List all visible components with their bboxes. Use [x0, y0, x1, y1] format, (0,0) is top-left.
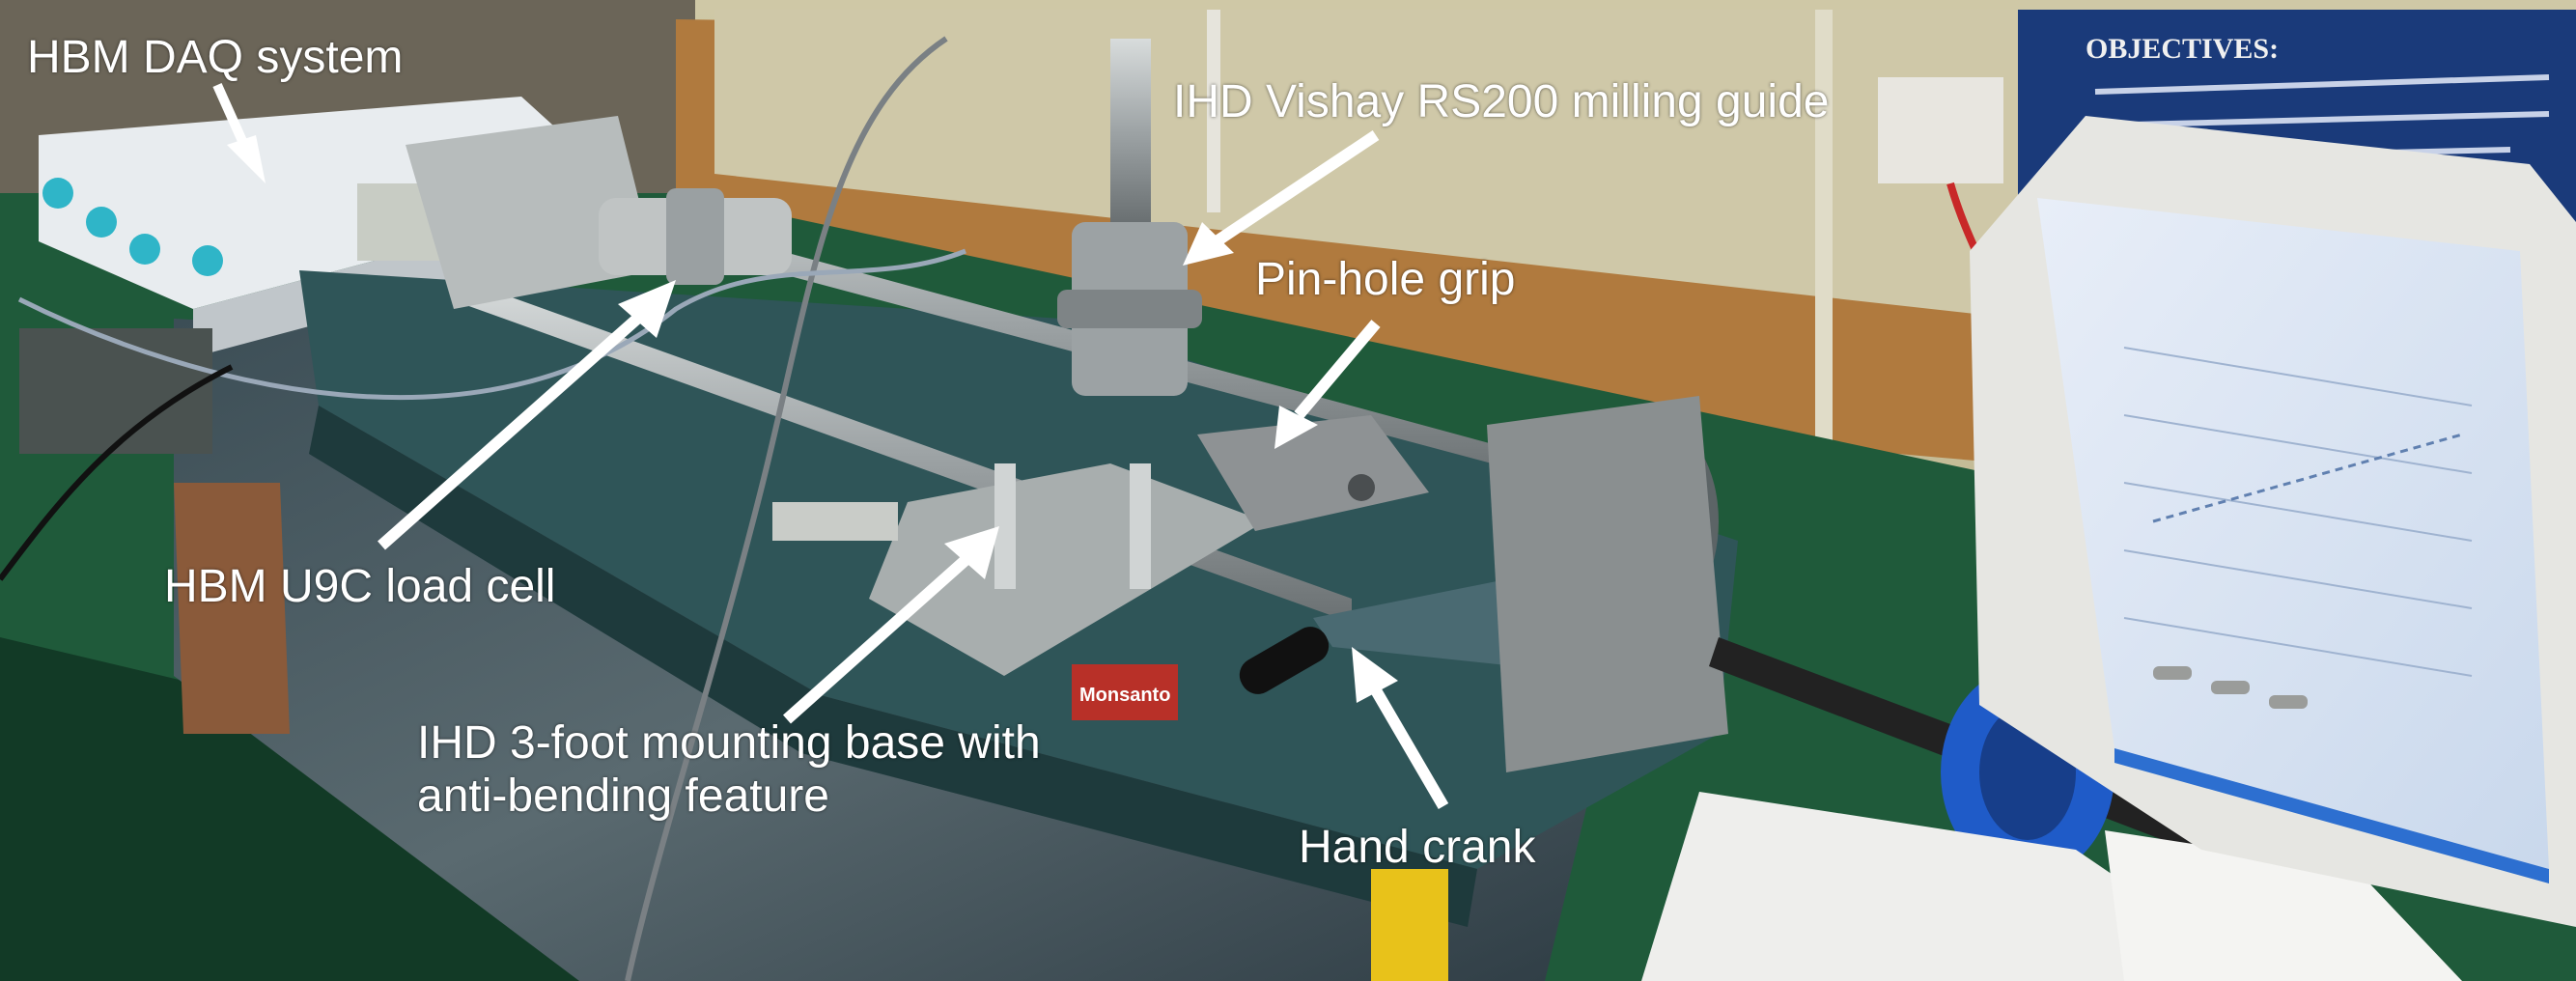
- arrow-daq-head: [227, 135, 266, 183]
- plate-leg-2: [1130, 463, 1151, 589]
- wood-block: [174, 483, 290, 734]
- screen-taskbar: [2114, 748, 2549, 883]
- rear-bracket: [406, 116, 657, 309]
- arrow-base: [783, 555, 969, 724]
- conduit-pipe: [1815, 10, 1833, 454]
- load-cell-ring: [666, 188, 724, 285]
- annotation-arrows: [212, 82, 1449, 810]
- display-unit: [19, 328, 212, 454]
- screen-grid: [2123, 347, 2473, 677]
- daq-connectors: [42, 178, 223, 276]
- pipe-left: [1207, 10, 1220, 212]
- label-hand-crank: Hand crank: [1299, 822, 1536, 873]
- monitor-buttons: [2153, 666, 2308, 709]
- crank-housing: [1487, 396, 1728, 772]
- arrow-pin-grip: [1294, 320, 1381, 419]
- milling-guide-shaft: [1110, 39, 1151, 222]
- arrow-load-cell-head: [618, 280, 676, 338]
- poster-heading: OBJECTIVES:: [2086, 33, 2279, 65]
- arrow-load-cell: [378, 314, 641, 550]
- brand-text: Monsanto: [1079, 685, 1170, 706]
- arrow-milling-guide-head: [1183, 222, 1234, 266]
- label-mounting-base-line1: IHD 3-foot mounting base with: [417, 717, 1041, 769]
- wall-panel: [714, 10, 2018, 319]
- arrow-pin-grip-head: [1274, 406, 1318, 449]
- papers: [1641, 792, 2269, 981]
- grip-pin: [1348, 474, 1375, 501]
- milling-guide-collar: [1057, 290, 1202, 328]
- label-daq-system: HBM DAQ system: [27, 32, 404, 83]
- yellow-tool: [1371, 869, 1448, 981]
- machine-front: [309, 406, 1477, 927]
- monitor-screen: [2037, 198, 2549, 869]
- arrow-daq: [212, 82, 251, 153]
- arrow-milling-guide: [1213, 130, 1380, 246]
- label-pin-hole-grip: Pin-hole grip: [1255, 254, 1516, 305]
- tissue: [2105, 830, 2462, 981]
- plate-leg-1: [994, 463, 1016, 589]
- arrow-base-head: [944, 526, 999, 579]
- id-plate: [772, 502, 898, 541]
- label-milling-guide: IHD Vishay RS200 milling guide: [1173, 76, 1830, 127]
- arrow-crank-head: [1352, 647, 1398, 703]
- label-mounting-base: IHD 3-foot mounting base with anti-bendi…: [417, 716, 1041, 823]
- arrow-crank: [1370, 687, 1449, 810]
- grey-cable: [625, 36, 948, 981]
- brand-plate: [1072, 664, 1178, 720]
- pin-hole-grip: [1197, 415, 1429, 531]
- black-cable: [0, 364, 234, 581]
- label-load-cell: HBM U9C load cell: [164, 561, 556, 612]
- label-mounting-base-line2: anti-bending feature: [417, 771, 829, 822]
- crank-handle: [1239, 627, 1330, 694]
- mounting-plate: [869, 463, 1265, 676]
- wall-socket: [1878, 77, 2003, 183]
